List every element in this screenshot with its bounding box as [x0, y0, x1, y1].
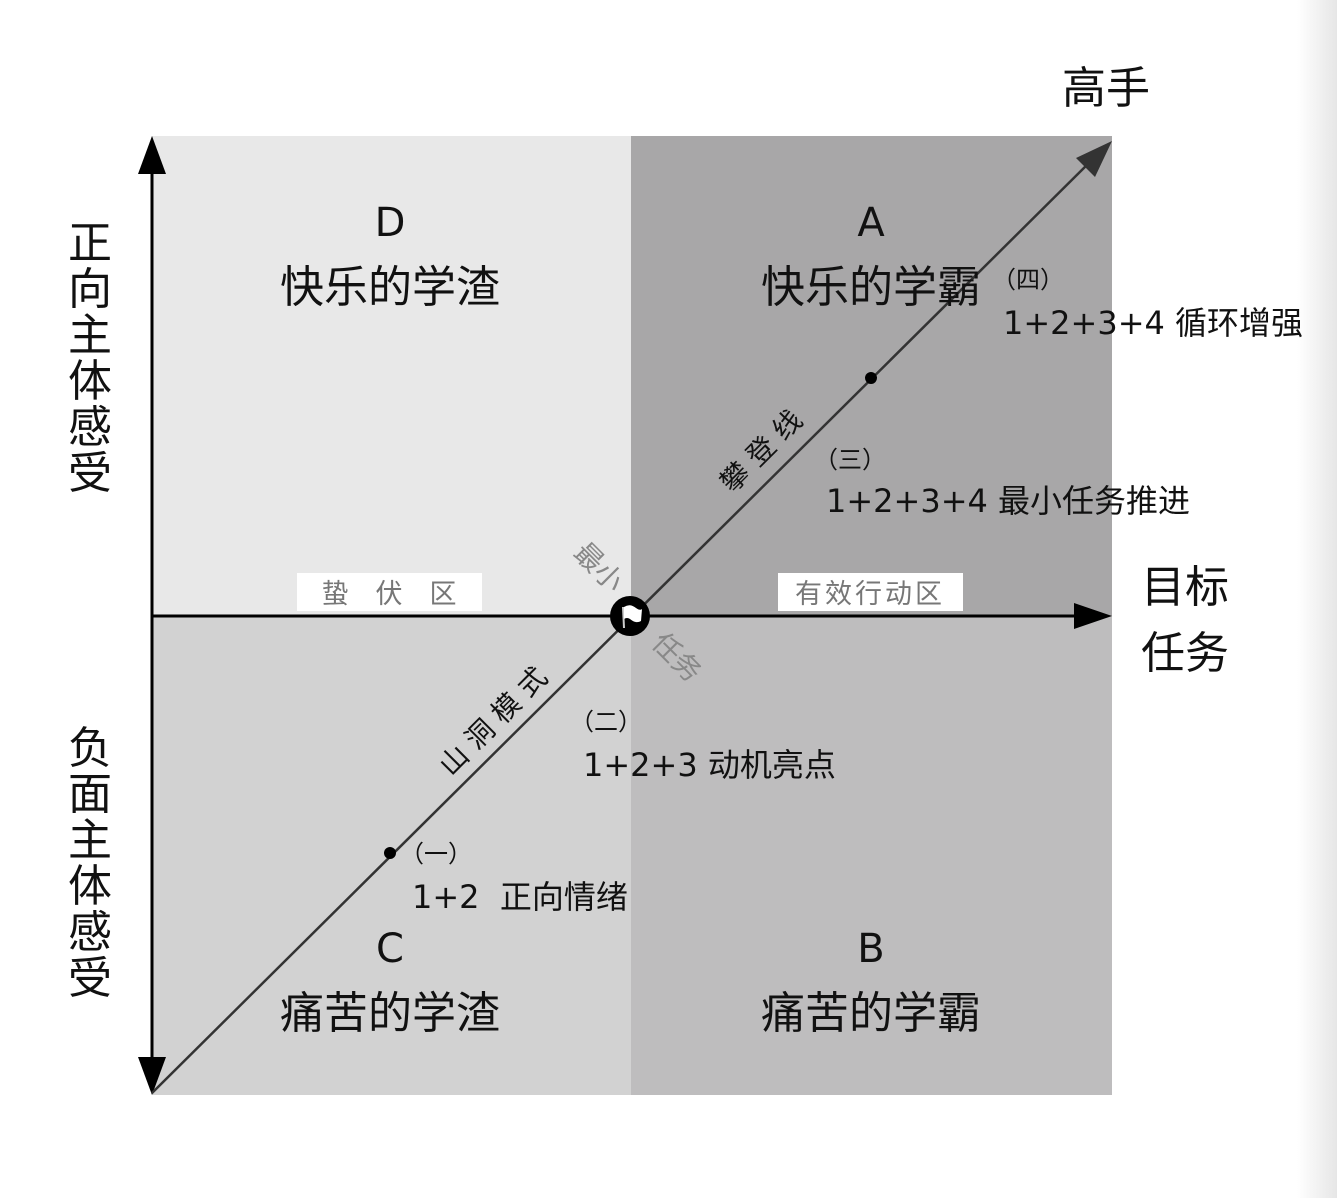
y_bottom_label-char: 感: [68, 907, 112, 958]
zone-left-label: 蛰 伏 区: [322, 579, 457, 610]
quadrant-c-title: 痛苦的学渣: [280, 988, 500, 1039]
diagonal-arrow-icon: [1076, 141, 1112, 177]
y_bottom_label-char: 受: [68, 953, 112, 1004]
quadrant-a-title: 快乐的学霸: [761, 262, 981, 313]
quadrant-b-title: 痛苦的学霸: [761, 988, 981, 1039]
x-axis-arrow-icon: [1074, 603, 1112, 629]
quadrant-a-letter: A: [857, 200, 885, 246]
y_bottom_label-char: 体: [68, 861, 112, 912]
stage-1-text: 1+2 正向情绪: [412, 878, 628, 916]
x-axis-label-2: 任务: [1141, 628, 1229, 679]
stage-2-text: 1+2+3 动机亮点: [583, 746, 836, 784]
stage-4-text: 1+2+3+4 循环增强: [1003, 304, 1303, 342]
zone-right-bg: [778, 573, 963, 611]
diagonal-end-label: 高手: [1062, 63, 1150, 114]
y_bottom_label-char: 主: [68, 815, 112, 866]
y_bottom_label-char: 负: [68, 723, 112, 774]
stage-dot-3: [865, 372, 877, 384]
center-flag-marker: [610, 596, 650, 636]
y_top_label-char: 向: [68, 264, 112, 315]
y_bottom_label-char: 面: [68, 769, 112, 820]
y-axis-arrow-up-icon: [138, 136, 166, 174]
stage-3-num: （三）: [814, 446, 886, 474]
page-edge-shadow: [1297, 0, 1337, 1198]
x-axis-label-1: 目标: [1141, 562, 1229, 613]
y-axis-arrow-down-icon: [138, 1057, 166, 1095]
zone-right-label: 有效行动区: [795, 579, 945, 610]
stage-4-num: （四）: [992, 266, 1064, 294]
quadrant-d-title: 快乐的学渣: [280, 262, 500, 313]
quadrant-d: [152, 136, 631, 616]
stage-2-num: （二）: [570, 708, 642, 736]
quadrant-b-letter: B: [857, 926, 884, 972]
stage-dot-1: [384, 847, 396, 859]
flag-icon: [622, 605, 642, 629]
y_top_label-char: 受: [68, 448, 112, 499]
y_top_label-char: 感: [68, 402, 112, 453]
quadrant-b: [631, 616, 1112, 1095]
stage-1-num: （一）: [400, 840, 472, 868]
zone-left-bg: [297, 573, 482, 611]
stage-3-text: 1+2+3+4 最小任务推进: [826, 482, 1190, 520]
y_top_label-char: 正: [68, 218, 112, 269]
quadrant-d-letter: D: [375, 200, 406, 246]
y_top_label-char: 体: [68, 356, 112, 407]
quadrant-c-letter: C: [376, 926, 404, 972]
y_top_label-char: 主: [68, 310, 112, 361]
